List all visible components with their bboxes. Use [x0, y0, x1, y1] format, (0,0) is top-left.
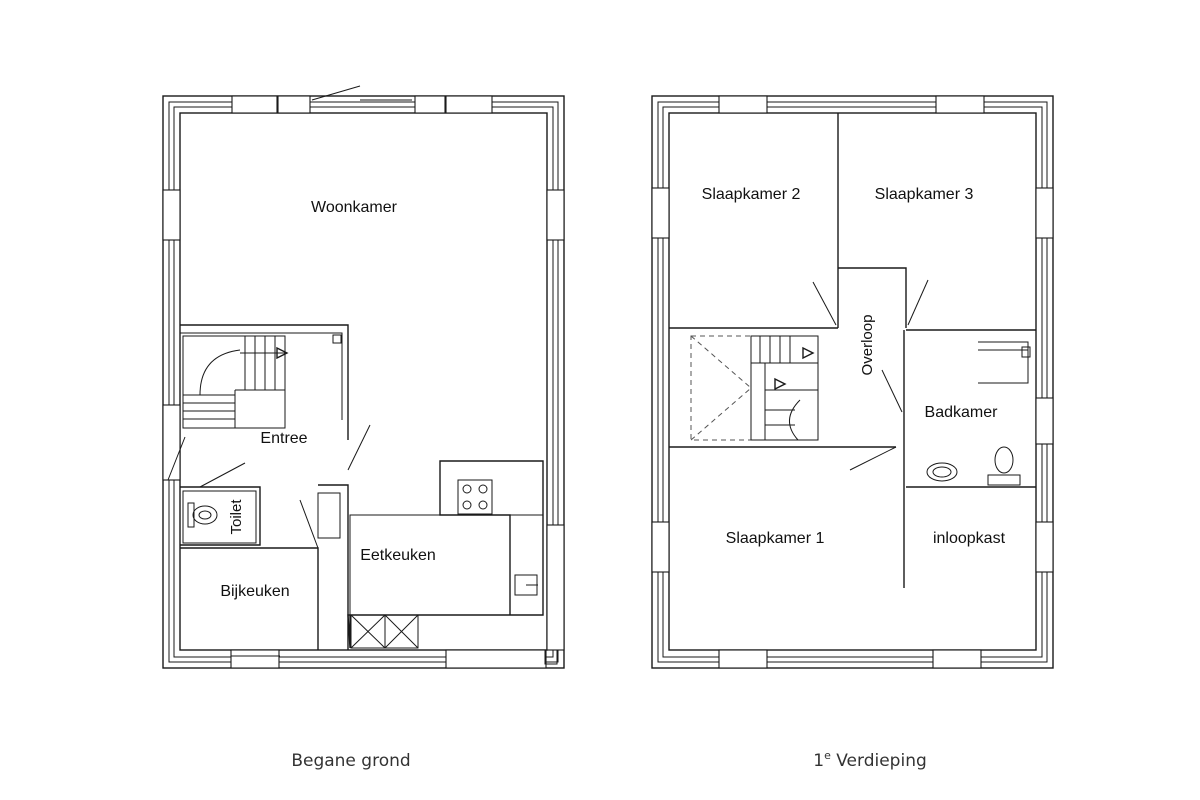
ff-door-bath-leaf	[881, 369, 903, 413]
gf-window-bottom-1	[230, 649, 280, 669]
ff-wall-layer-2	[657, 101, 1048, 663]
gf-toilet-wall	[180, 486, 261, 546]
room-label-overloop: Overloop	[859, 315, 876, 376]
gf-window-top-4	[445, 95, 493, 114]
gf-front-door-leaf	[167, 436, 186, 481]
room-label-slaapkamer-3: Slaapkamer 3	[875, 186, 974, 203]
ff-stair-arrow-icon	[802, 346, 815, 360]
room-label-eetkeuken: Eetkeuken	[360, 547, 436, 564]
gf-stair-treads	[183, 336, 285, 428]
stove-icon	[457, 479, 493, 515]
ff-window-top-1	[718, 95, 768, 114]
gf-terrace-door-leaf	[311, 85, 361, 101]
gf-hall-wall-inner	[180, 332, 343, 420]
gf-stair-frame	[182, 335, 286, 429]
gf-bijkeuken-door-swing	[299, 499, 319, 549]
gf-window-top-2	[277, 95, 311, 114]
ff-window-bottom-2	[932, 649, 982, 669]
gf-meter-box	[332, 334, 342, 344]
toilet-icon	[187, 502, 218, 528]
ff-stair-arrow-icon-2	[774, 377, 787, 391]
gf-stair-arrow-icon	[276, 346, 289, 360]
gf-hall-wall	[180, 324, 349, 440]
room-label-entree: Entree	[260, 430, 307, 447]
room-label-inloopkast: inloopkast	[933, 530, 1006, 547]
ground-floor-plan: Woonkamer Entree Toilet Bijkeuken Eetkeu…	[162, 85, 565, 771]
ff-window-right-3	[1035, 521, 1054, 573]
room-label-bijkeuken: Bijkeuken	[220, 583, 289, 600]
ff-inner-wall	[668, 112, 1037, 651]
gf-window-left-1	[162, 189, 181, 241]
room-label-badkamer: Badkamer	[925, 404, 999, 421]
gf-window-right-2	[546, 524, 565, 651]
sink-icon	[514, 574, 538, 596]
gf-wall-layer-3	[173, 106, 554, 658]
shower-icon	[978, 341, 1031, 384]
gf-outer-wall	[162, 95, 565, 669]
gf-window-right-1	[546, 189, 565, 241]
gf-living-door-leaf	[347, 424, 371, 471]
worktop-storage	[350, 614, 419, 649]
room-label-slaapkamer-2: Slaapkamer 2	[702, 186, 801, 203]
ff-door-sk3-leaf	[907, 279, 929, 326]
room-label-toilet: Toilet	[228, 499, 245, 535]
gf-toilet-door-leaf	[199, 462, 246, 488]
ff-wall-layer-3	[662, 106, 1043, 658]
bath-toilet-icon	[987, 446, 1021, 486]
first-floor-caption-text: Verdieping	[831, 751, 927, 771]
gf-boiler	[544, 649, 558, 665]
ff-window-bottom-1	[718, 649, 768, 669]
ff-door-sk2-leaf	[812, 281, 837, 326]
gf-window-top-1	[231, 95, 278, 114]
room-label-slaapkamer-1: Slaapkamer 1	[726, 530, 825, 547]
gf-window-left-2	[162, 404, 181, 481]
gf-counter-run	[349, 514, 511, 616]
ff-window-left-2	[651, 521, 670, 573]
ff-stair-void	[690, 335, 752, 441]
ff-stair	[750, 335, 819, 441]
first-floor-caption-superscript: e	[824, 749, 831, 762]
gf-inner-wall	[179, 112, 548, 651]
gf-wall-layer-2	[168, 101, 559, 663]
gf-window-bottom-2	[445, 649, 547, 669]
ground-floor-caption: Begane grond	[291, 751, 410, 771]
gf-cupboard-wall	[318, 484, 349, 650]
gf-cupboard	[317, 492, 341, 539]
washbasin-icon	[926, 462, 958, 482]
room-label-woonkamer: Woonkamer	[311, 199, 398, 216]
ff-window-right-1	[1035, 187, 1054, 239]
ff-outer-wall	[651, 95, 1054, 669]
ff-door-sk1-leaf	[849, 446, 897, 471]
first-floor-caption: 1e Verdieping	[813, 749, 927, 771]
first-floor-plan: Slaapkamer 2 Slaapkamer 3 Overloop Badka…	[651, 95, 1054, 771]
ff-window-right-2	[1035, 397, 1054, 445]
first-floor-caption-number: 1	[813, 751, 824, 771]
gf-toilet-room	[182, 490, 257, 544]
ff-window-left-1	[651, 187, 670, 239]
ff-wall-landing-top	[838, 267, 907, 328]
ff-window-top-2	[935, 95, 985, 114]
gf-window-top-3	[414, 95, 446, 114]
